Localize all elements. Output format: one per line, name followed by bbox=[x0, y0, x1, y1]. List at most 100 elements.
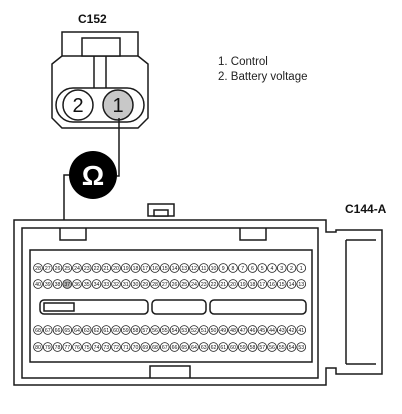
c144-pin-61: 61 bbox=[101, 325, 112, 335]
c144-pin-number: 79 bbox=[45, 345, 51, 351]
c144-pin-number: 23 bbox=[201, 282, 207, 288]
c144-pin-number: 74 bbox=[94, 345, 100, 351]
c144-pin-63: 63 bbox=[198, 342, 209, 352]
c144-pin-29: 29 bbox=[140, 279, 151, 289]
c144-pin-58: 58 bbox=[247, 342, 258, 352]
c144-pin-number: 12 bbox=[191, 266, 197, 272]
c144-pin-16: 16 bbox=[150, 263, 160, 273]
c144-pin-23: 23 bbox=[81, 263, 92, 273]
c144-pin-59: 59 bbox=[120, 325, 131, 335]
c144-pin-number: 2 bbox=[290, 266, 293, 272]
c144-pin-number: 63 bbox=[201, 345, 207, 351]
c144-pin-35: 35 bbox=[81, 279, 92, 289]
c144-pin-number: 49 bbox=[220, 328, 226, 334]
c144-pin-number: 1 bbox=[300, 266, 303, 272]
c144-pin-64: 64 bbox=[72, 325, 82, 335]
c144-pin-40: 40 bbox=[33, 279, 43, 289]
c144-pin-73: 73 bbox=[101, 342, 112, 352]
c144-pin-number: 14 bbox=[172, 266, 178, 272]
c144-pin-number: 17 bbox=[142, 266, 148, 272]
c144-pin-3: 3 bbox=[276, 263, 287, 273]
c144-pin-71: 71 bbox=[120, 342, 131, 352]
c144-pin-number: 70 bbox=[133, 345, 139, 351]
c144-pin-4: 4 bbox=[267, 263, 277, 273]
c144-pin-number: 56 bbox=[269, 345, 275, 351]
c144-pin-number: 63 bbox=[84, 328, 90, 334]
c144-pin-number: 59 bbox=[240, 345, 246, 351]
c144-pin-number: 19 bbox=[240, 282, 246, 288]
c144-pin-number: 43 bbox=[279, 328, 285, 334]
c144-pin-number: 73 bbox=[103, 345, 109, 351]
c144-pin-54: 54 bbox=[169, 325, 180, 335]
c144-pin-number: 51 bbox=[201, 328, 207, 334]
c144-pin-number: 67 bbox=[162, 345, 168, 351]
c144-pin-number: 17 bbox=[259, 282, 265, 288]
c144-pin-37: 37 bbox=[62, 279, 73, 289]
c144-pin-78: 78 bbox=[52, 342, 63, 352]
c144-pin-number: 31 bbox=[123, 282, 129, 288]
c144-pin-number: 26 bbox=[172, 282, 178, 288]
c144-pin-number: 34 bbox=[94, 282, 100, 288]
c152-pin-number: 1 bbox=[112, 95, 123, 117]
c144-pin-number: 15 bbox=[162, 266, 168, 272]
c144-pin-24: 24 bbox=[189, 279, 199, 289]
c144-pin-52: 52 bbox=[189, 325, 199, 335]
c144-pin-number: 28 bbox=[35, 266, 41, 272]
c144-pin-number: 64 bbox=[191, 345, 197, 351]
c144-pin-number: 66 bbox=[55, 328, 61, 334]
c144-pin-number: 58 bbox=[250, 345, 256, 351]
c144-pin-14: 14 bbox=[169, 263, 180, 273]
c144-pin-67: 67 bbox=[42, 325, 53, 335]
c144-pin-number: 60 bbox=[230, 345, 236, 351]
c144-pin-53: 53 bbox=[179, 325, 190, 335]
c144-pin-2: 2 bbox=[286, 263, 297, 273]
c144-pin-62: 62 bbox=[208, 342, 219, 352]
c144-pin-number: 65 bbox=[64, 328, 70, 334]
c144-pin-63: 63 bbox=[81, 325, 92, 335]
c144-pin-number: 14 bbox=[289, 282, 295, 288]
c144-pin-18: 18 bbox=[247, 279, 258, 289]
c144-pin-number: 54 bbox=[172, 328, 178, 334]
c152-label: C152 bbox=[78, 12, 107, 26]
c144-pin-51: 51 bbox=[198, 325, 209, 335]
c144-a-label: C144-A bbox=[345, 202, 387, 216]
c144-pin-68: 68 bbox=[150, 342, 160, 352]
c144-pin-number: 68 bbox=[35, 328, 41, 334]
c144-pin-33: 33 bbox=[101, 279, 112, 289]
c144-pin-number: 67 bbox=[45, 328, 51, 334]
c144-pin-number: 20 bbox=[113, 266, 119, 272]
c144-pin-number: 6 bbox=[251, 266, 254, 272]
c144-a-connector bbox=[13, 203, 383, 386]
c144-pin-number: 13 bbox=[298, 282, 304, 288]
c144-pin-number: 33 bbox=[103, 282, 109, 288]
c144-pin-number: 26 bbox=[55, 266, 61, 272]
c144-pin-number: 9 bbox=[222, 266, 225, 272]
c144-pin-18: 18 bbox=[130, 263, 141, 273]
c144-pin-26: 26 bbox=[52, 263, 63, 273]
c144-pin-number: 36 bbox=[74, 282, 80, 288]
c144-pin-21: 21 bbox=[101, 263, 112, 273]
c144-pin-number: 5 bbox=[261, 266, 264, 272]
c144-pin-74: 74 bbox=[91, 342, 102, 352]
c144-pin-36: 36 bbox=[72, 279, 82, 289]
c144-pin-66: 66 bbox=[52, 325, 63, 335]
c144-pin-62: 62 bbox=[91, 325, 102, 335]
c144-pin-75: 75 bbox=[81, 342, 92, 352]
c152-pin-1: 1 bbox=[102, 89, 134, 121]
c144-pin-number: 68 bbox=[152, 345, 158, 351]
c144-pin-number: 23 bbox=[84, 266, 90, 272]
c144-pin-50: 50 bbox=[208, 325, 219, 335]
c144-pin-55: 55 bbox=[276, 342, 287, 352]
c144-pin-number: 45 bbox=[259, 328, 265, 334]
c144-pin-number: 61 bbox=[103, 328, 109, 334]
c144-pin-48: 48 bbox=[228, 325, 238, 335]
c144-pin-22: 22 bbox=[208, 279, 219, 289]
legend-item-2: 2. Battery voltage bbox=[218, 71, 308, 83]
c144-pin-number: 8 bbox=[232, 266, 235, 272]
c144-pin-20: 20 bbox=[228, 279, 238, 289]
c144-pin-56: 56 bbox=[267, 342, 277, 352]
c144-pin-65: 65 bbox=[62, 325, 73, 335]
c144-pin-56: 56 bbox=[150, 325, 160, 335]
